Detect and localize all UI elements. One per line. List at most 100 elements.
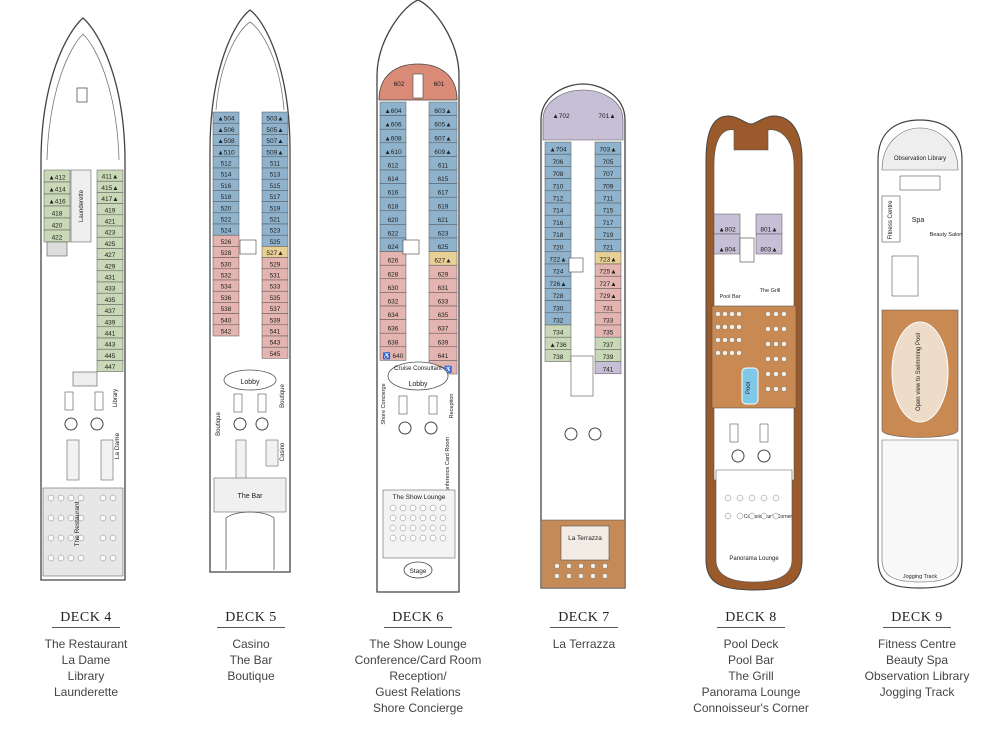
table-icon: [781, 371, 787, 377]
table-icon: [77, 534, 85, 542]
deck-6-elevator-1: [398, 395, 408, 415]
deck-6-lobby-label: Lobby: [408, 381, 428, 388]
table-icon: [389, 514, 397, 522]
deck-4-elevator-2: [94, 391, 104, 411]
cabin-number: 633: [438, 299, 449, 306]
deck-9-spa-corridor: [891, 255, 919, 297]
venue-item: The Grill: [728, 669, 774, 683]
table-icon: [399, 534, 407, 542]
cabin-number: 739: [603, 354, 614, 361]
cabin-number: 515: [270, 183, 281, 190]
table-icon: [77, 554, 85, 562]
table-icon: [748, 494, 756, 502]
cabin-number: 529: [270, 261, 281, 268]
deck-5-bar-label: The Bar: [238, 493, 264, 500]
deck-5-lobby-area: [223, 369, 277, 391]
table-icon: [772, 494, 780, 502]
cabin-number: 519: [270, 205, 281, 212]
cabin-number: 630: [388, 285, 399, 292]
cabin-number: 505▲: [266, 127, 283, 134]
cabin-number: 619: [438, 203, 449, 210]
table-icon: [67, 494, 75, 502]
cabin-number: 616: [388, 190, 399, 197]
deck-6-cruise-consultant-label: Cruise Consultant: [394, 366, 442, 372]
cabin-number: 615: [438, 176, 449, 183]
cabin-number: 617: [438, 190, 449, 197]
table-icon: [409, 514, 417, 522]
cabin-number: 507▲: [266, 138, 283, 145]
cabin-number: 609▲: [434, 149, 451, 156]
cabin-number: 717: [603, 220, 614, 227]
cabin-number: 710: [553, 183, 564, 190]
deck-5-elevator-1: [233, 393, 243, 413]
deck-8-connoisseur-label: Connoisseur's Corner: [744, 514, 793, 520]
deck-5-bar-room: [213, 477, 287, 513]
cabin-number: 418: [52, 211, 63, 218]
table-icon: [781, 386, 787, 392]
cabin-number: 539: [270, 317, 281, 324]
table-icon: [602, 573, 608, 579]
cabin-number: 727▲: [599, 281, 616, 288]
table-icon: [399, 524, 407, 532]
deck-9-jogging-label: Jogging Track: [903, 574, 937, 580]
table-icon: [429, 514, 437, 522]
cabin-number: ▲606: [384, 122, 402, 129]
cabin-number: 513: [270, 172, 281, 179]
deck-8-grill-label: The Grill: [760, 288, 781, 294]
deck-8-interior: [713, 129, 795, 481]
table-icon: [99, 494, 107, 502]
cabin-number: 618: [388, 203, 399, 210]
table-icon: [409, 524, 417, 532]
cabin-number: 525: [270, 239, 281, 246]
cabin-number: 435: [105, 297, 116, 304]
table-icon: [765, 386, 771, 392]
cabin-number: ▲736: [549, 342, 567, 349]
deck-8-pool-bar-label: Pool Bar: [719, 294, 740, 300]
deck-9-pool-void: [891, 321, 949, 423]
table-icon: [765, 341, 771, 347]
deck-4-stairwell: [72, 371, 98, 387]
table-icon: [736, 337, 742, 343]
venue-item: Conference/Card Room: [354, 653, 482, 667]
cabin-number: 703▲: [599, 147, 616, 154]
venue-item: Shore Concierge: [372, 701, 464, 715]
deck-8-stair-spiral-1: [731, 449, 745, 463]
table-icon: [439, 524, 447, 532]
cabin-number: 514: [221, 172, 232, 179]
table-icon: [578, 573, 584, 579]
deck-8-panorama-label: Panorama Lounge: [729, 556, 779, 562]
cabin-number: 518: [221, 194, 232, 201]
cabin-number: 614: [388, 176, 399, 183]
cabin-number: 429: [105, 263, 116, 270]
cabin-number: 535: [270, 295, 281, 302]
table-icon: [729, 324, 735, 330]
cabin-number: ▲608: [384, 135, 402, 142]
table-icon: [67, 554, 75, 562]
cabin-number: 634: [388, 312, 399, 319]
table-icon: [590, 563, 596, 569]
table-icon: [109, 534, 117, 542]
table-icon: [736, 324, 742, 330]
deck-9-observation-room: [881, 127, 959, 171]
table-icon: [722, 337, 728, 343]
table-icon: [47, 534, 55, 542]
deck-9-jogging-area: [881, 439, 959, 583]
deck-8-cabins-right: 801▲803▲: [755, 213, 783, 255]
deck-5-casino-label: Casino: [280, 442, 286, 461]
table-icon: [109, 514, 117, 522]
cabin-number: 711: [603, 196, 614, 203]
venue-item: Fitness Centre: [877, 637, 957, 651]
cabin-number: 721: [603, 244, 614, 251]
table-icon: [781, 341, 787, 347]
deck-4-restaurant-room: [42, 487, 124, 577]
table-icon: [419, 514, 427, 522]
deck-7-atrium: [570, 355, 594, 397]
deck-6-suite-601: 601: [434, 81, 445, 88]
venue-item: Launderette: [53, 685, 119, 699]
table-icon: [109, 494, 117, 502]
cabin-number: 417▲: [101, 196, 118, 203]
deck-7-suite-area: [542, 89, 624, 141]
cabin-741: [594, 361, 622, 375]
table-icon: [399, 504, 407, 512]
